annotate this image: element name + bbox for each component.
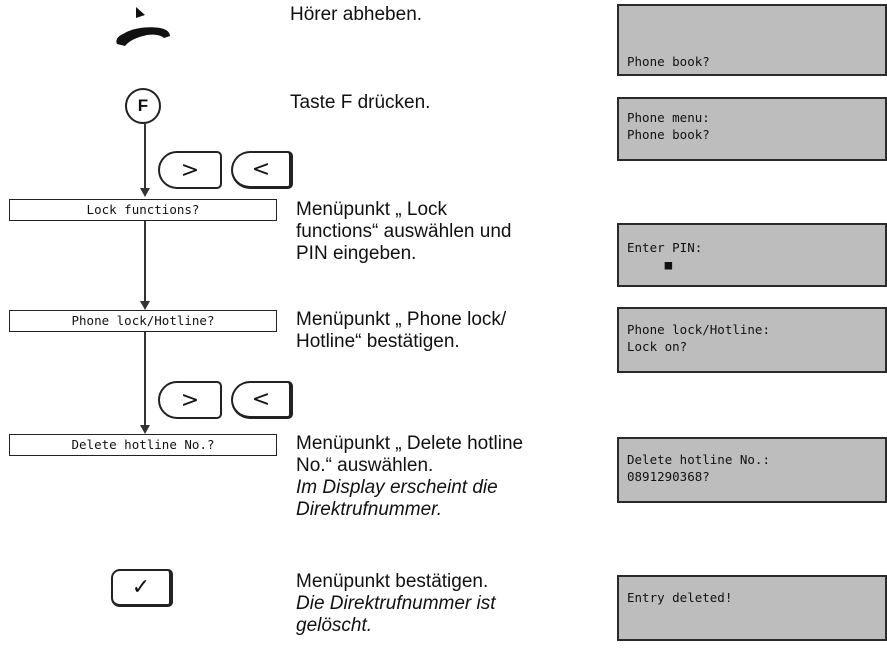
flow-line [144, 221, 146, 307]
display-step-6: Entry deleted! [617, 575, 887, 641]
display-line: 0891290368? [627, 469, 710, 484]
instruction-text: Taste F drücken. [290, 92, 431, 113]
instruction-text: Menüpunkt „ Delete hotline [296, 433, 524, 454]
display-step-2: Phone menu: Phone book? [617, 97, 887, 161]
flow-arrow-icon [140, 301, 150, 310]
left-arrow-label: < [251, 387, 271, 412]
instruction-step-6: Menüpunkt bestätigen. Die Direktrufnumme… [296, 571, 616, 637]
menu-item-lock-functions: Lock functions? [9, 199, 277, 221]
display-line [627, 36, 877, 53]
display-line: Lock on? [627, 339, 688, 354]
left-arrow-label: < [251, 157, 271, 182]
instruction-text: functions“ auswählen und [296, 221, 512, 242]
instruction-step-5: Menüpunkt „ Delete hotline No.“ auswähle… [296, 433, 616, 521]
display-line: Enter PIN: [627, 240, 703, 255]
f-key[interactable]: F [125, 88, 161, 124]
display-step-1: Phone book? [617, 4, 887, 76]
display-line: Phone book? [627, 127, 710, 142]
instruction-text: No.“ auswählen. [296, 455, 434, 476]
instruction-text: PIN eingeben. [296, 243, 417, 264]
right-arrow-key[interactable]: > [158, 151, 222, 189]
instruction-step-2: Taste F drücken. [290, 92, 600, 114]
instruction-step-1: Hörer abheben. [290, 4, 600, 26]
instruction-text: Menüpunkt „ Phone lock/ [296, 309, 507, 330]
instruction-text: Menüpunkt bestätigen. [296, 571, 489, 592]
display-line: Phone menu: [627, 110, 710, 125]
instruction-text: Menüpunkt „ Lock [296, 199, 448, 220]
instruction-step-4: Menüpunkt „ Phone lock/ Hotline“ bestäti… [296, 309, 606, 353]
display-line: Delete hotline No.: [627, 452, 770, 467]
right-arrow-label: > [180, 157, 200, 183]
display-step-4: Phone lock/Hotline: Lock on? [617, 307, 887, 373]
instruction-text: Hörer abheben. [290, 4, 423, 25]
flow-arrow-icon [140, 425, 150, 434]
flow-line [144, 124, 146, 190]
display-line: Phone book? [627, 54, 710, 69]
display-line: Phone lock/Hotline: [627, 322, 770, 337]
instruction-note: Die Direktrufnummer ist [296, 593, 496, 614]
instruction-step-3: Menüpunkt „ Lock functions“ auswählen un… [296, 199, 606, 265]
menu-item-delete-hotline: Delete hotline No.? [9, 434, 277, 456]
checkmark-key-icon[interactable]: ✓ [111, 569, 173, 607]
instruction-note: Im Display erscheint die [296, 477, 498, 498]
flow-line [144, 332, 146, 427]
f-key-label: F [137, 96, 149, 115]
right-arrow-label: > [180, 387, 200, 413]
display-step-5: Delete hotline No.: 0891290368? [617, 437, 887, 503]
flow-arrow-icon [140, 188, 150, 197]
right-arrow-key[interactable]: > [158, 381, 222, 419]
display-line: Entry deleted! [627, 590, 733, 605]
instruction-note: Direktrufnummer. [296, 499, 443, 520]
menu-item-phone-lock-hotline: Phone lock/Hotline? [9, 310, 277, 332]
display-line [627, 606, 877, 623]
left-arrow-key[interactable]: < [231, 151, 293, 189]
display-step-3: Enter PIN: ■ [617, 223, 887, 287]
checkmark-label: ✓ [131, 575, 151, 600]
instruction-note: gelöscht. [296, 615, 373, 636]
left-arrow-key[interactable]: < [231, 381, 293, 419]
handset-lift-icon [116, 7, 170, 46]
display-line: ■ [627, 257, 673, 272]
instruction-text: Hotline“ bestätigen. [296, 331, 460, 352]
